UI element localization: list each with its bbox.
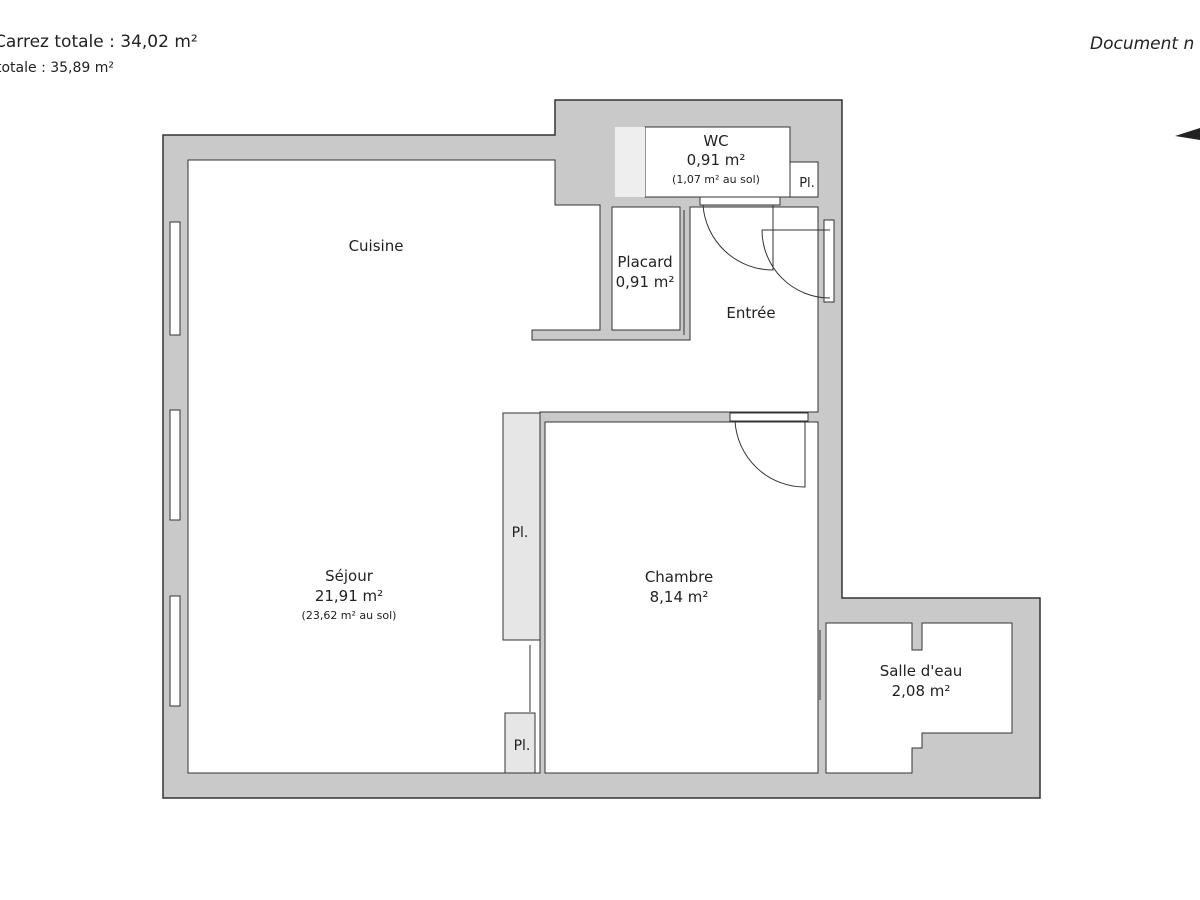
area-chambre: 8,14 m² (650, 588, 709, 606)
wc-closet (789, 161, 819, 198)
room-placard (611, 206, 681, 331)
label-closet-sejour-1: Pl. (512, 525, 529, 541)
window (169, 409, 181, 521)
door-wc (702, 204, 774, 271)
closet-sejour-1 (502, 412, 541, 641)
label-chambre: Chambre (645, 568, 713, 586)
door-frame-wc (699, 196, 781, 206)
carrez-total: Carrez totale : 34,02 m² (0, 32, 198, 52)
floor-area-sejour: (23,62 m² au sol) (302, 609, 397, 622)
door-entree (761, 229, 831, 299)
area-wc: 0,91 m² (687, 151, 746, 169)
surface-total: totale : 35,89 m² (0, 60, 115, 76)
label-wc: WC (703, 132, 728, 150)
document-note: Document n (1090, 34, 1195, 54)
wc-light-area (615, 127, 645, 197)
room-salle-eau (825, 622, 1013, 774)
door-chambre (734, 420, 806, 488)
label-cuisine: Cuisine (349, 237, 404, 255)
window (823, 219, 835, 303)
compass-arrow (1175, 128, 1200, 140)
window (169, 595, 181, 707)
window (169, 221, 181, 336)
label-closet-wc: Pl. (799, 176, 815, 191)
room-chambre (544, 421, 819, 774)
label-salle-eau: Salle d'eau (880, 662, 963, 680)
area-sejour: 21,91 m² (315, 587, 383, 605)
closet-sejour-2 (504, 712, 536, 774)
label-entree: Entrée (726, 304, 775, 322)
area-placard: 0,91 m² (616, 273, 675, 291)
door-frame-chambre (729, 412, 809, 422)
label-closet-sejour-2: Pl. (514, 738, 531, 754)
floor-area-wc: (1,07 m² au sol) (672, 173, 760, 186)
label-placard: Placard (617, 253, 672, 271)
label-sejour: Séjour (325, 567, 374, 585)
area-salle-eau: 2,08 m² (892, 682, 951, 700)
